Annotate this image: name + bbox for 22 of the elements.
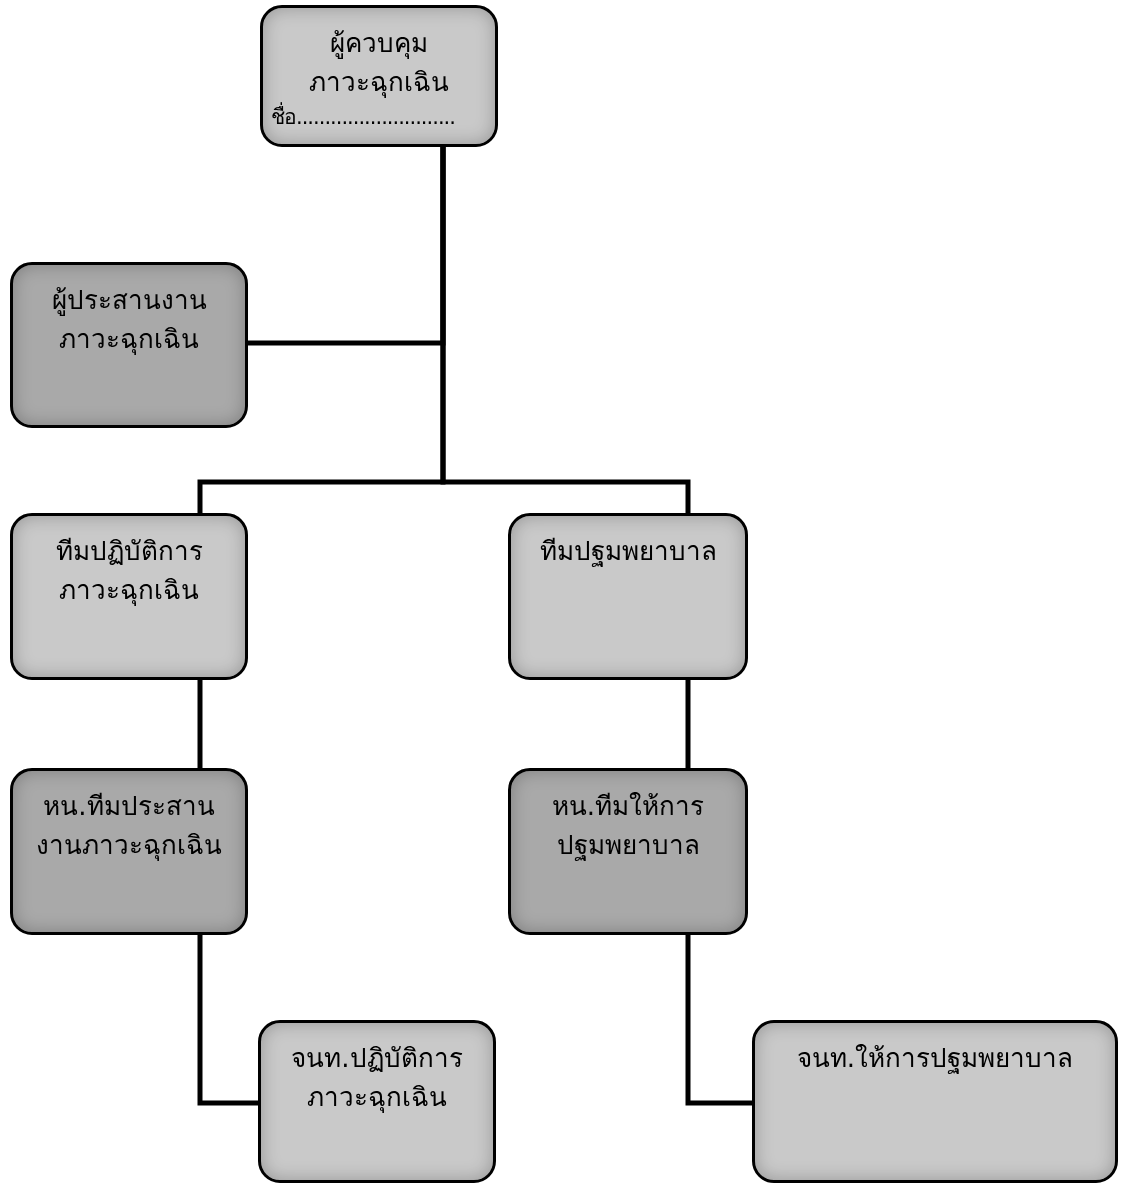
org-box [508, 768, 748, 935]
connector-line [440, 147, 691, 513]
box-label: ชื่อ............................ [271, 102, 455, 134]
connector-line [197, 935, 258, 1106]
connector-line [685, 935, 752, 1106]
org-box [10, 513, 248, 680]
org-box [10, 262, 248, 428]
box-label: หน.ทีมให้การปฐมพยาบาล [550, 790, 706, 863]
org-box [508, 513, 748, 680]
box-label: ผู้ประสานงานภาวะฉุกเฉิน [50, 284, 208, 357]
org-box [10, 768, 248, 935]
box-label: หน.ทีมประสานงานภาวะฉุกเฉิน [35, 790, 223, 863]
box-label: จนท.ให้การปฐมพยาบาล [796, 1042, 1074, 1076]
org-box [260, 5, 498, 147]
box-label: ทีมปฏิบัติการภาวะฉุกเฉิน [54, 535, 204, 608]
box-label: ทีมปฐมพยาบาล [539, 535, 717, 569]
connector-line [685, 680, 691, 768]
org-box [752, 1020, 1118, 1183]
box-label: ผู้ควบคุมภาวะฉุกเฉิน [308, 27, 450, 100]
box-label: จนท.ปฏิบัติการภาวะฉุกเฉิน [290, 1042, 464, 1115]
org-box [258, 1020, 496, 1183]
connector-line [197, 680, 203, 768]
